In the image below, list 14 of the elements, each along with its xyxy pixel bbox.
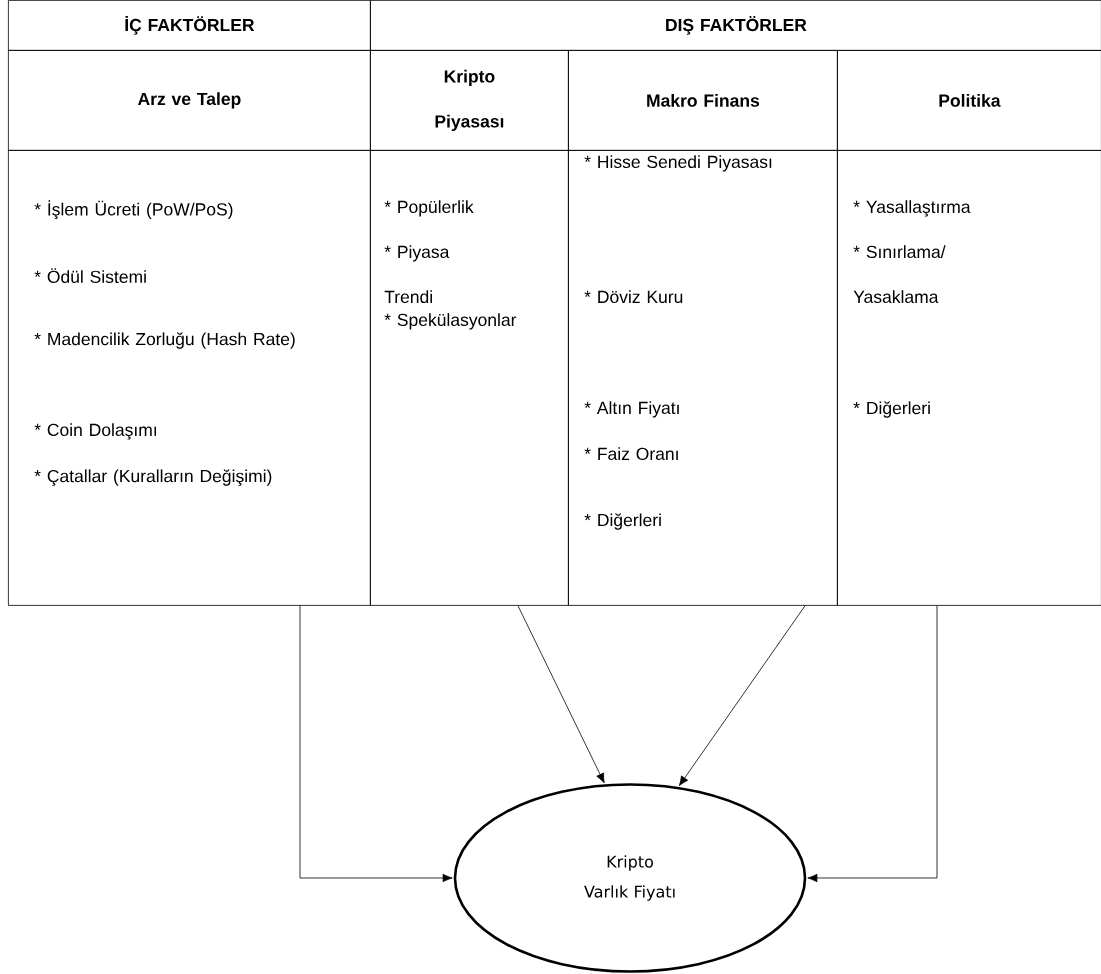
table-cell: * Yasallaştırma * Sınırlama/ Yasaklama * Diğerleri xyxy=(837,150,1101,606)
arrow xyxy=(807,605,938,883)
table-header-cell: İÇ FAKTÖRLER xyxy=(8,0,371,51)
table-cell: * Hisse Senedi Piyasası * Döviz Kuru * Altın Fiyatı * Faiz Oranı * Diğerleri xyxy=(568,150,838,606)
arrow xyxy=(299,605,453,883)
table-cell: * Popülerlik * Piyasa Trendi * Spekülasyonlar xyxy=(370,150,569,606)
table-header-cell: DIŞ FAKTÖRLER xyxy=(370,0,1101,51)
arrow xyxy=(517,605,605,784)
table-header-cell: Arz ve Talep xyxy=(8,50,371,151)
table-header-cell: Makro Finans xyxy=(568,50,838,151)
arrow xyxy=(678,605,806,786)
table-header-cell: Politika xyxy=(837,50,1101,151)
table-header-cell: Kripto Piyasası xyxy=(370,50,569,151)
table-cell: * İşlem Ücreti (PoW/PoS) * Ödül Sistemi * Madencilik Zorluğu (Hash Rate) * Coin Dolaşımı * Çatallar (Kuralların Değişimi) xyxy=(8,150,371,606)
